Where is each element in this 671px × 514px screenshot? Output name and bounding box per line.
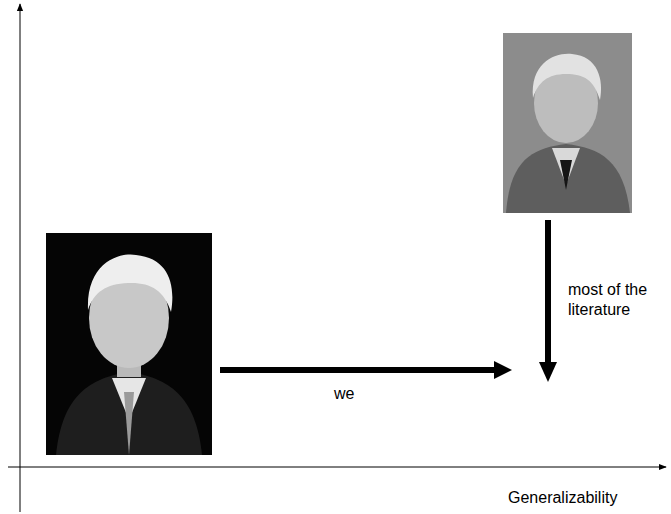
portrait-hair <box>533 54 601 100</box>
arrow-label: we <box>334 384 414 404</box>
portrait-tie <box>124 392 134 455</box>
portrait-hair <box>88 255 172 312</box>
portrait-suit <box>56 372 202 455</box>
shift-arrowhead <box>494 361 512 379</box>
arrow-label: most of the literature <box>568 280 664 320</box>
axis-label: Generalizability <box>508 488 658 508</box>
portrait-tie <box>560 160 572 190</box>
portrait-background <box>503 33 632 213</box>
portrait-background <box>46 233 212 455</box>
shift-arrow-shaft <box>545 220 551 364</box>
shift-arrow-shaft <box>220 367 496 373</box>
y-axis <box>20 4 21 512</box>
portrait-left <box>46 233 212 455</box>
x-axis <box>8 467 666 468</box>
portrait-right <box>503 33 632 213</box>
portrait-suit <box>506 144 630 213</box>
shift-arrowhead <box>539 362 557 382</box>
